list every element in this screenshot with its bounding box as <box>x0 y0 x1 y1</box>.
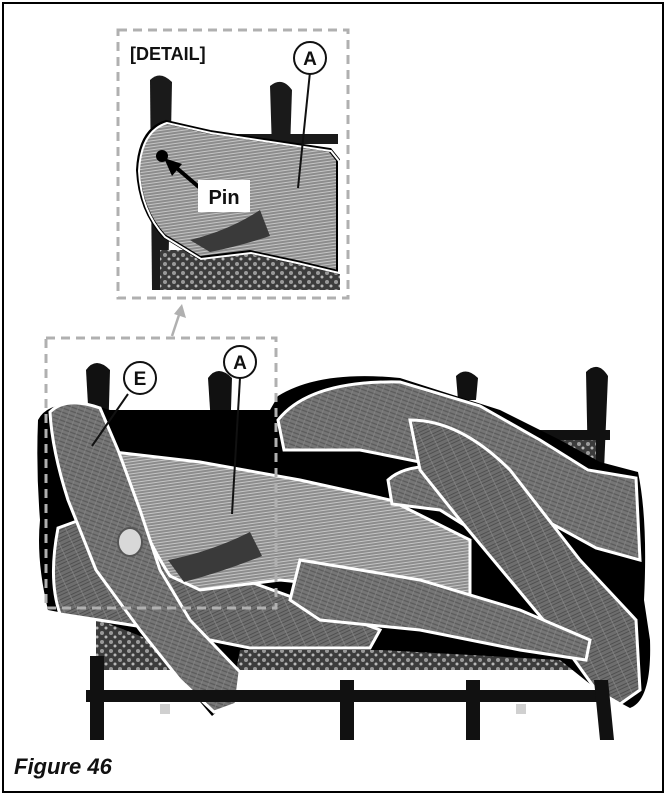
callout-a: A <box>233 353 247 374</box>
pin-label: Pin <box>208 187 239 209</box>
grate-bracket <box>516 704 526 714</box>
callout-e: E <box>134 369 147 390</box>
figure-caption: Figure 46 <box>14 754 112 780</box>
grate-bar <box>456 371 478 400</box>
detail-callout-a: A <box>303 49 317 70</box>
detail-connector <box>172 304 186 336</box>
grate-bracket <box>160 704 170 714</box>
detail-inset: Pin [DETAIL] A <box>118 30 348 298</box>
grate-leg <box>340 680 354 740</box>
grate-leg <box>466 680 480 740</box>
grate-leg <box>90 656 104 740</box>
detail-connector-arrowhead <box>174 304 186 318</box>
detail-label: [DETAIL] <box>130 44 206 64</box>
main-log-assembly: E A <box>37 338 650 740</box>
log-e-knot <box>118 528 142 556</box>
